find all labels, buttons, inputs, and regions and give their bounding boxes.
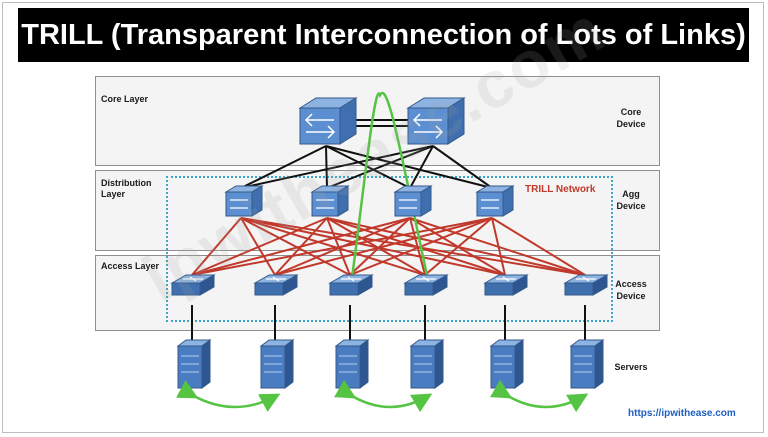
agg-device-label: Agg Device [596, 188, 666, 212]
distribution-layer-box [95, 170, 660, 251]
access-server-links [191, 305, 586, 342]
core-layer-label: Core Layer [101, 94, 149, 104]
access-switch-1 [170, 274, 216, 296]
server-1 [176, 339, 212, 389]
server-6 [569, 339, 605, 389]
access-switch-3 [328, 274, 374, 296]
distribution-layer-label-line1: Distribution [101, 178, 152, 188]
core-device-label-line1: Core [620, 107, 642, 117]
core-device-label-line2: Device [616, 119, 646, 129]
server-2 [259, 339, 295, 389]
server-5 [489, 339, 525, 389]
core-switch-2 [406, 97, 466, 145]
trill-path-line [350, 91, 430, 281]
access-device-label: Access Device [596, 278, 666, 302]
servers-label: Servers [614, 362, 648, 372]
access-switch-2 [253, 274, 299, 296]
access-device-label-line1: Access [615, 279, 647, 289]
agg-switch-4 [475, 185, 515, 217]
trill-network-label: TRILL Network [525, 184, 596, 195]
diagram-title: TRILL (Transparent Interconnection of Lo… [18, 8, 749, 62]
server-3 [334, 339, 370, 389]
access-switch-6 [563, 274, 609, 296]
agg-switch-2 [310, 185, 350, 217]
core-device-label: Core Device [596, 106, 666, 130]
access-layer-label: Access Layer [101, 261, 160, 271]
agg-switch-3 [393, 185, 433, 217]
server-4 [409, 339, 445, 389]
access-switch-5 [483, 274, 529, 296]
source-url: https://ipwithease.com [628, 408, 736, 419]
core-switch-1 [298, 97, 358, 145]
agg-device-label-line2: Device [616, 201, 646, 211]
distribution-layer-label: Distribution Layer [101, 178, 152, 200]
agg-switch-1 [224, 185, 264, 217]
server-pair-links [176, 379, 589, 413]
access-device-label-line2: Device [616, 291, 646, 301]
agg-device-label-line1: Agg [622, 189, 640, 199]
diagram-frame [2, 2, 764, 433]
core-agg-links [240, 119, 493, 189]
access-switch-4 [403, 274, 449, 296]
distribution-layer-label-line2: Layer [101, 189, 126, 199]
